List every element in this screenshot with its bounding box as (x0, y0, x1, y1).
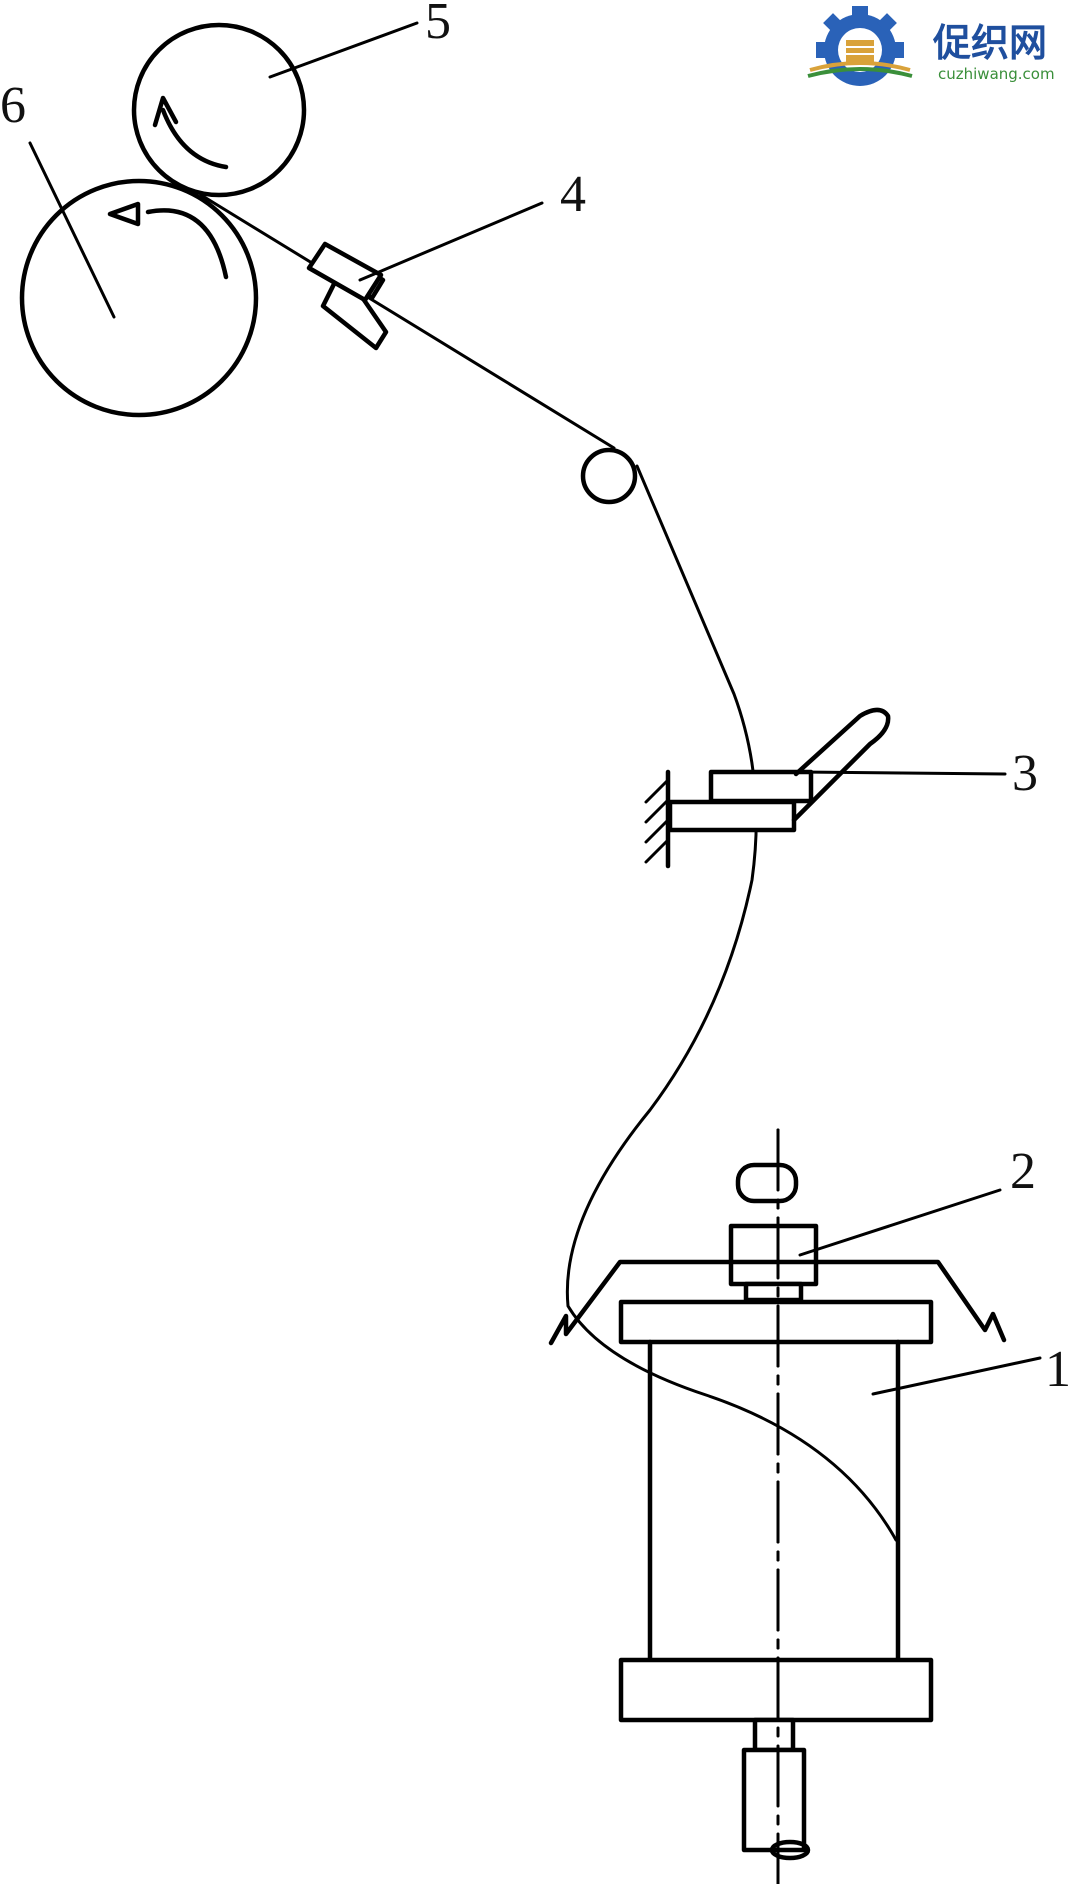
leader-line-3 (798, 770, 1007, 776)
label-3: 3 (1012, 745, 1038, 802)
book-icon (807, 61, 913, 78)
label-4: 4 (560, 166, 586, 223)
lower-flange (618, 1657, 934, 1723)
bobbin-assembly (548, 1128, 1007, 1884)
rotation-arrow-icon (145, 208, 229, 280)
watermark-brand: 促织网 (932, 21, 1047, 65)
watermark-domain: cuzhiwang.com (938, 65, 1055, 83)
leader-line-2 (798, 1188, 1002, 1257)
roller-6 (19, 178, 259, 418)
upper-flange (618, 1299, 934, 1345)
tension-device-3 (644, 707, 891, 869)
leader-line-1 (871, 1356, 1042, 1396)
bobbin-cap (735, 1162, 799, 1204)
gear-icon (816, 6, 904, 86)
watermark-logo: 促织网 cuzhiwang.com (807, 6, 1055, 86)
leader-line-5 (268, 21, 419, 79)
roller-5 (131, 22, 307, 198)
leader-line-4 (358, 201, 544, 282)
label-1: 1 (1045, 1341, 1068, 1398)
yarn-guide-4 (306, 241, 389, 351)
yarn-path (199, 193, 898, 1542)
label-2: 2 (1010, 1143, 1036, 1200)
label-5: 5 (425, 0, 451, 50)
leader-line-6 (28, 141, 116, 319)
guide-pulley (580, 447, 638, 505)
rotation-arrow-icon (160, 107, 229, 170)
label-6: 6 (0, 77, 26, 134)
